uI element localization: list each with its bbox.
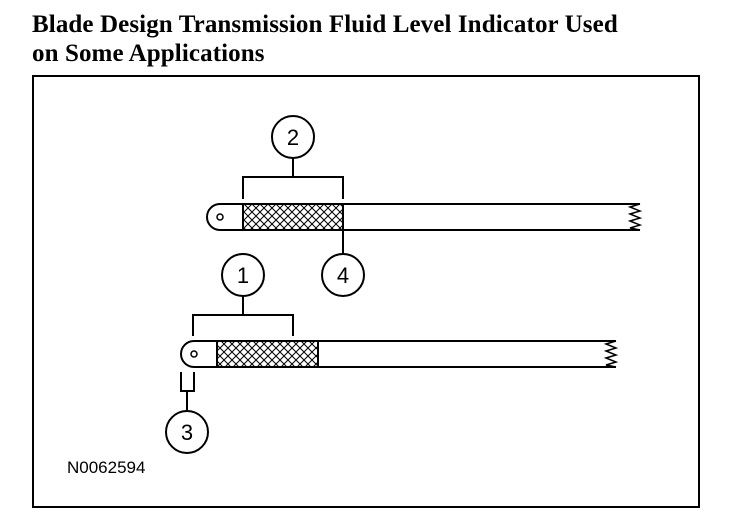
blade-hole [190,350,198,358]
break-line-lower [603,340,619,368]
callout-1: 1 [221,253,265,297]
callout-3: 3 [165,410,209,454]
callout-2: 2 [271,115,315,159]
lower-blade [180,340,619,368]
bracket-3 [180,372,195,411]
crosshatch-zone-lower [216,340,319,368]
title-line-2: on Some Applications [32,40,265,67]
figure-id: N0062594 [67,458,146,477]
crosshatch-zone-upper [242,203,344,231]
callout-2-label: 2 [287,125,299,150]
diagram-title: Blade Design Transmission Fluid Level In… [32,10,712,68]
callout-1-label: 1 [237,263,249,288]
title-line-1: Blade Design Transmission Fluid Level In… [32,11,618,38]
break-line-upper [627,203,643,231]
callout-3-label: 3 [181,420,193,445]
upper-blade [206,203,643,231]
callout-4-label: 4 [337,263,349,288]
bracket-2 [242,157,344,199]
callout-4: 4 [321,253,365,297]
blade-hole [216,213,224,221]
diagram-frame [32,75,700,508]
bracket-1 [192,296,294,336]
